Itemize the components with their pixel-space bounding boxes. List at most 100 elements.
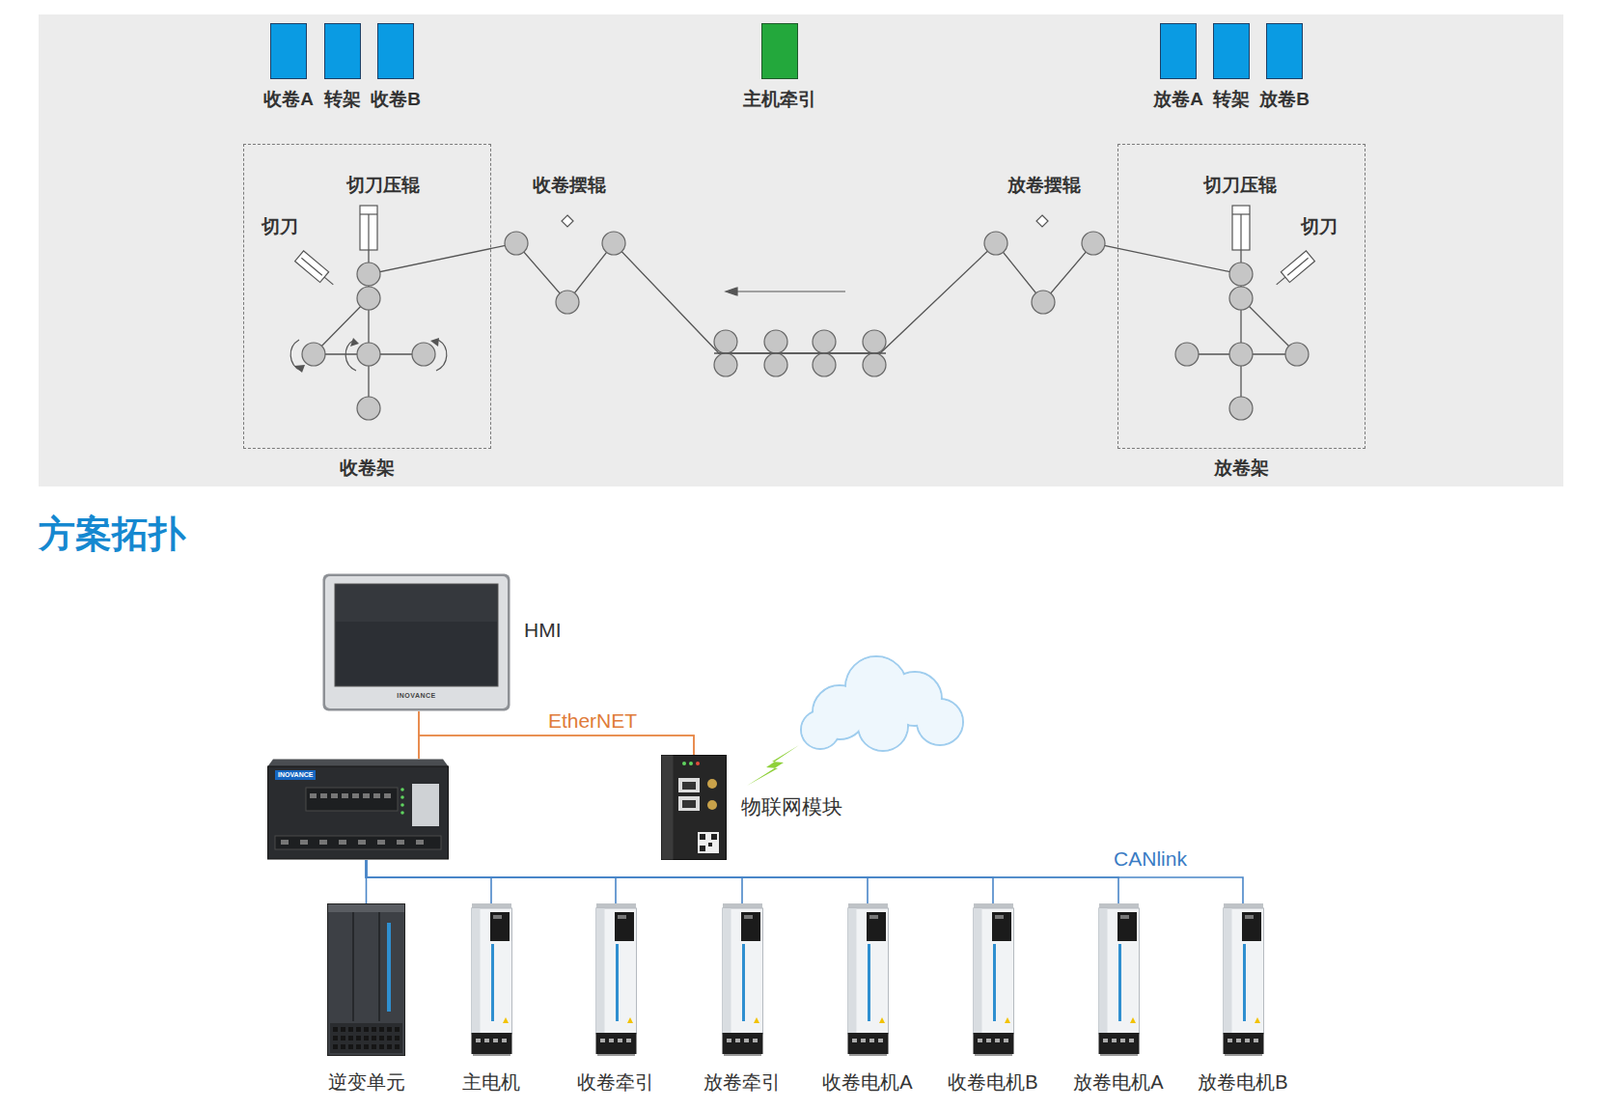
hmi-screen [334, 583, 498, 687]
indicator-stripe [615, 943, 619, 1021]
node-caption: INOVANCE [275, 770, 316, 780]
node-caption: 收卷架 [339, 457, 395, 480]
vent-slot [340, 1026, 346, 1032]
plc-terminal-row [305, 787, 398, 811]
cloud-icon [800, 656, 964, 751]
svg-canvas [721, 903, 764, 1056]
drive-side [847, 908, 856, 1034]
unit-block [325, 24, 361, 80]
terminal-screw [1129, 1038, 1134, 1043]
plc-body [268, 766, 449, 859]
vent-slot [340, 1035, 346, 1041]
terminal-screw [617, 1038, 623, 1043]
machine-panel [38, 14, 1564, 487]
svg-canvas [270, 23, 307, 80]
vent-slot [332, 1026, 338, 1032]
display-window [1120, 914, 1130, 919]
drive-body [1222, 908, 1264, 1034]
vent-slot [356, 1026, 361, 1032]
cutter-knife [295, 250, 338, 290]
svg-canvas [661, 754, 727, 860]
vent-slot [386, 1035, 392, 1041]
qr-mark [699, 845, 706, 852]
indicator-stripe [1242, 943, 1246, 1021]
circle-shape [1031, 290, 1055, 314]
drive-base [974, 1053, 1013, 1056]
rect-shape [295, 250, 330, 283]
module-divider [378, 911, 381, 1021]
device-node: 收卷牵引 [595, 903, 637, 1056]
svg-canvas [1098, 903, 1140, 1056]
drive-base [1224, 1053, 1263, 1056]
rj45-port [678, 796, 700, 811]
circle-shape [555, 290, 580, 314]
status-led [400, 802, 405, 807]
indicator-stripe [491, 943, 495, 1021]
indicator-stripe [386, 922, 391, 1012]
device-node: 收卷电机B [972, 903, 1015, 1056]
vent-slot [394, 1035, 400, 1041]
terminal-screw [600, 1038, 606, 1043]
connector [366, 859, 493, 904]
terminal-screw [1103, 1038, 1108, 1043]
terminal-screw [352, 793, 359, 799]
iot-body [662, 755, 727, 860]
node-caption: 收卷A [263, 88, 314, 111]
vent-slot [371, 1026, 377, 1032]
device-node: 放卷牵引 [721, 903, 764, 1056]
terminal-screw [994, 1038, 1000, 1043]
qr-mark [708, 842, 713, 847]
terminal-screw [752, 1038, 758, 1043]
circle-shape [1285, 342, 1309, 366]
vent-slot [363, 1026, 369, 1032]
connector [366, 859, 869, 904]
terminal-screw [860, 1038, 866, 1043]
device-node: INOVANCEHMI [322, 573, 511, 712]
warning-sign [1130, 1017, 1136, 1023]
terminal-screw [358, 839, 366, 845]
drive-base [1100, 1053, 1138, 1056]
vent-slot [348, 1026, 354, 1032]
vent-slot [348, 1035, 354, 1041]
terminal-screw [415, 839, 424, 845]
plc-label-panel [412, 783, 440, 827]
drive-display [992, 911, 1012, 941]
device-node: 逆变单元 [327, 903, 406, 1056]
drive-body [470, 908, 512, 1034]
terminal-screw [744, 1038, 749, 1043]
qr-code [697, 831, 719, 854]
plc-terminal-row [275, 835, 442, 850]
display-window [869, 914, 879, 919]
svg-canvas [322, 573, 511, 712]
drive-terminal [470, 1032, 512, 1054]
rj45-port [678, 777, 700, 793]
warning-sign [753, 1017, 760, 1023]
node-caption: HMI [524, 617, 562, 642]
terminal-screw [309, 793, 317, 799]
drive-terminal [721, 1032, 763, 1054]
circle-shape [862, 353, 886, 377]
polygon-shape [725, 287, 738, 296]
circle-shape [812, 330, 836, 354]
display-window [994, 914, 1004, 919]
diagram-title: 方案拓扑 [38, 512, 186, 557]
unit-block [271, 24, 307, 80]
terminal-screw [320, 793, 328, 799]
drive-display [866, 911, 886, 941]
terminal-screw [280, 839, 289, 845]
circle-shape [917, 699, 963, 745]
vent-slot [371, 1044, 377, 1049]
terminal-screw [319, 839, 328, 845]
node-caption: 收卷电机A [822, 1070, 912, 1094]
polygon-shape [294, 364, 305, 373]
part-label: 切刀 [1300, 216, 1338, 239]
part-label: 收卷摆辊 [532, 174, 607, 197]
terminal-screw [362, 793, 370, 799]
drive-display [1117, 911, 1137, 941]
circle-shape [1229, 286, 1253, 310]
svg-canvas [1266, 23, 1303, 80]
roller-frame [313, 249, 1297, 409]
circle-shape [357, 286, 381, 310]
terminal-screw [608, 1038, 614, 1043]
